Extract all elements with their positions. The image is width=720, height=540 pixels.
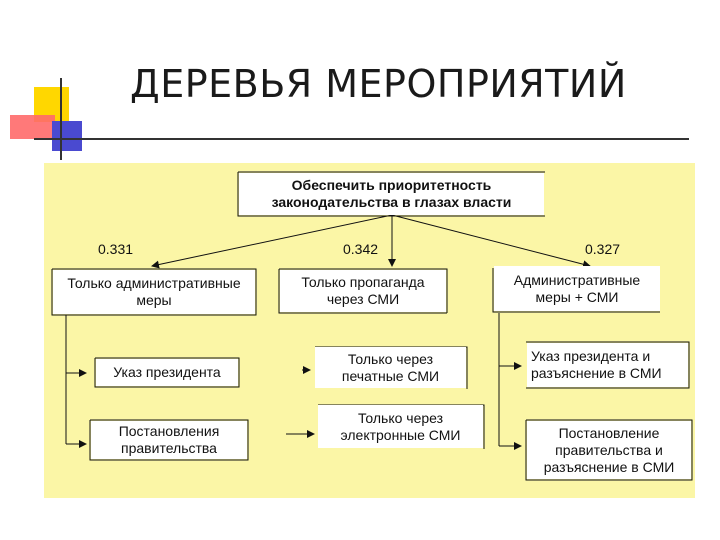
branch-propaganda-line-1: Только пропаганда bbox=[301, 274, 425, 290]
leaf-right2-border bbox=[525, 419, 693, 481]
arrow-root-left bbox=[151, 214, 393, 269]
branch-middle-border-2 bbox=[278, 269, 447, 314]
leaf-resolution-and-media-line-2: правительства и bbox=[555, 441, 663, 458]
leaf-electronic-media-line-1: Только через bbox=[357, 409, 444, 426]
root-line-2: законодательства в глазах власти bbox=[271, 194, 512, 210]
probability-middle: 0.342 bbox=[343, 241, 379, 257]
leaf-print-media-line-1: Только через bbox=[347, 350, 434, 367]
leaf-resolution-and-media-line-3: разъяснение в СМИ bbox=[543, 458, 675, 475]
branch-combined-line-2: меры + СМИ bbox=[535, 288, 619, 305]
root-box-border-2 bbox=[237, 172, 545, 217]
leaf-left1-border bbox=[94, 357, 240, 388]
branch-left-border bbox=[51, 268, 257, 316]
root-goal-box: Обеспечить приоритетность законодательст… bbox=[239, 173, 544, 215]
branch-right-border bbox=[492, 268, 660, 313]
branch-middle-border bbox=[279, 268, 448, 313]
branch-combined-line-1: Административные bbox=[513, 271, 641, 288]
leaf-decree-and-media-line-1: Указ президента и bbox=[531, 348, 651, 364]
leaf-government-resolutions-line-2: правительства bbox=[121, 440, 217, 456]
leaf-presidential-decree-label: Указ президента bbox=[113, 364, 221, 380]
deco-red-bar bbox=[10, 115, 55, 139]
page-title: ДЕРЕВЬЯ МЕРОПРИЯТИЙ bbox=[130, 62, 627, 106]
deco-blue-square bbox=[52, 121, 82, 151]
branch-propaganda-box: Только пропаганда через СМИ bbox=[280, 270, 446, 312]
leaf-resolution-and-media-line-1: Постановление bbox=[558, 424, 660, 441]
leaf-electronic-media-box: Только через электронные СМИ bbox=[318, 405, 483, 448]
probability-right: 0.327 bbox=[585, 241, 621, 257]
leaf-print-media-line-2: печатные СМИ bbox=[341, 367, 440, 384]
branch-combined-box: Административные меры + СМИ bbox=[494, 266, 660, 311]
deco-horizontal-line bbox=[34, 138, 689, 140]
deco-vertical-line bbox=[60, 78, 62, 160]
leaf-resolution-and-media-box: Постановление правительства и разъяснени… bbox=[527, 421, 691, 479]
branch-administrative-line-2: меры bbox=[136, 292, 172, 308]
branch-administrative-line-1: Только административные bbox=[67, 275, 241, 291]
leaf-decree-and-media-box: Указ президента и разъяснение в СМИ bbox=[527, 343, 688, 387]
branch-administrative-box: Только административные меры bbox=[53, 270, 255, 314]
leaf-government-resolutions-line-1: Постановления bbox=[118, 423, 220, 439]
branch-propaganda-line-2: через СМИ bbox=[326, 291, 400, 307]
root-line-1: Обеспечить приоритетность bbox=[291, 177, 492, 193]
leaf-government-resolutions-box: Постановления правительства bbox=[91, 421, 247, 459]
probability-left: 0.331 bbox=[98, 241, 134, 257]
leaf-decree-and-media-line-2: разъяснение в СМИ bbox=[531, 365, 662, 381]
leaf-print-media-box: Только через печатные СМИ bbox=[315, 347, 466, 388]
leaf-electronic-media-line-2: электронные СМИ bbox=[340, 426, 461, 443]
leaf-presidential-decree-box: Указ президента bbox=[96, 359, 238, 386]
leaf-left2-border bbox=[89, 419, 249, 461]
arrow-root-right bbox=[391, 214, 591, 269]
leaf-right1-border bbox=[526, 341, 690, 389]
